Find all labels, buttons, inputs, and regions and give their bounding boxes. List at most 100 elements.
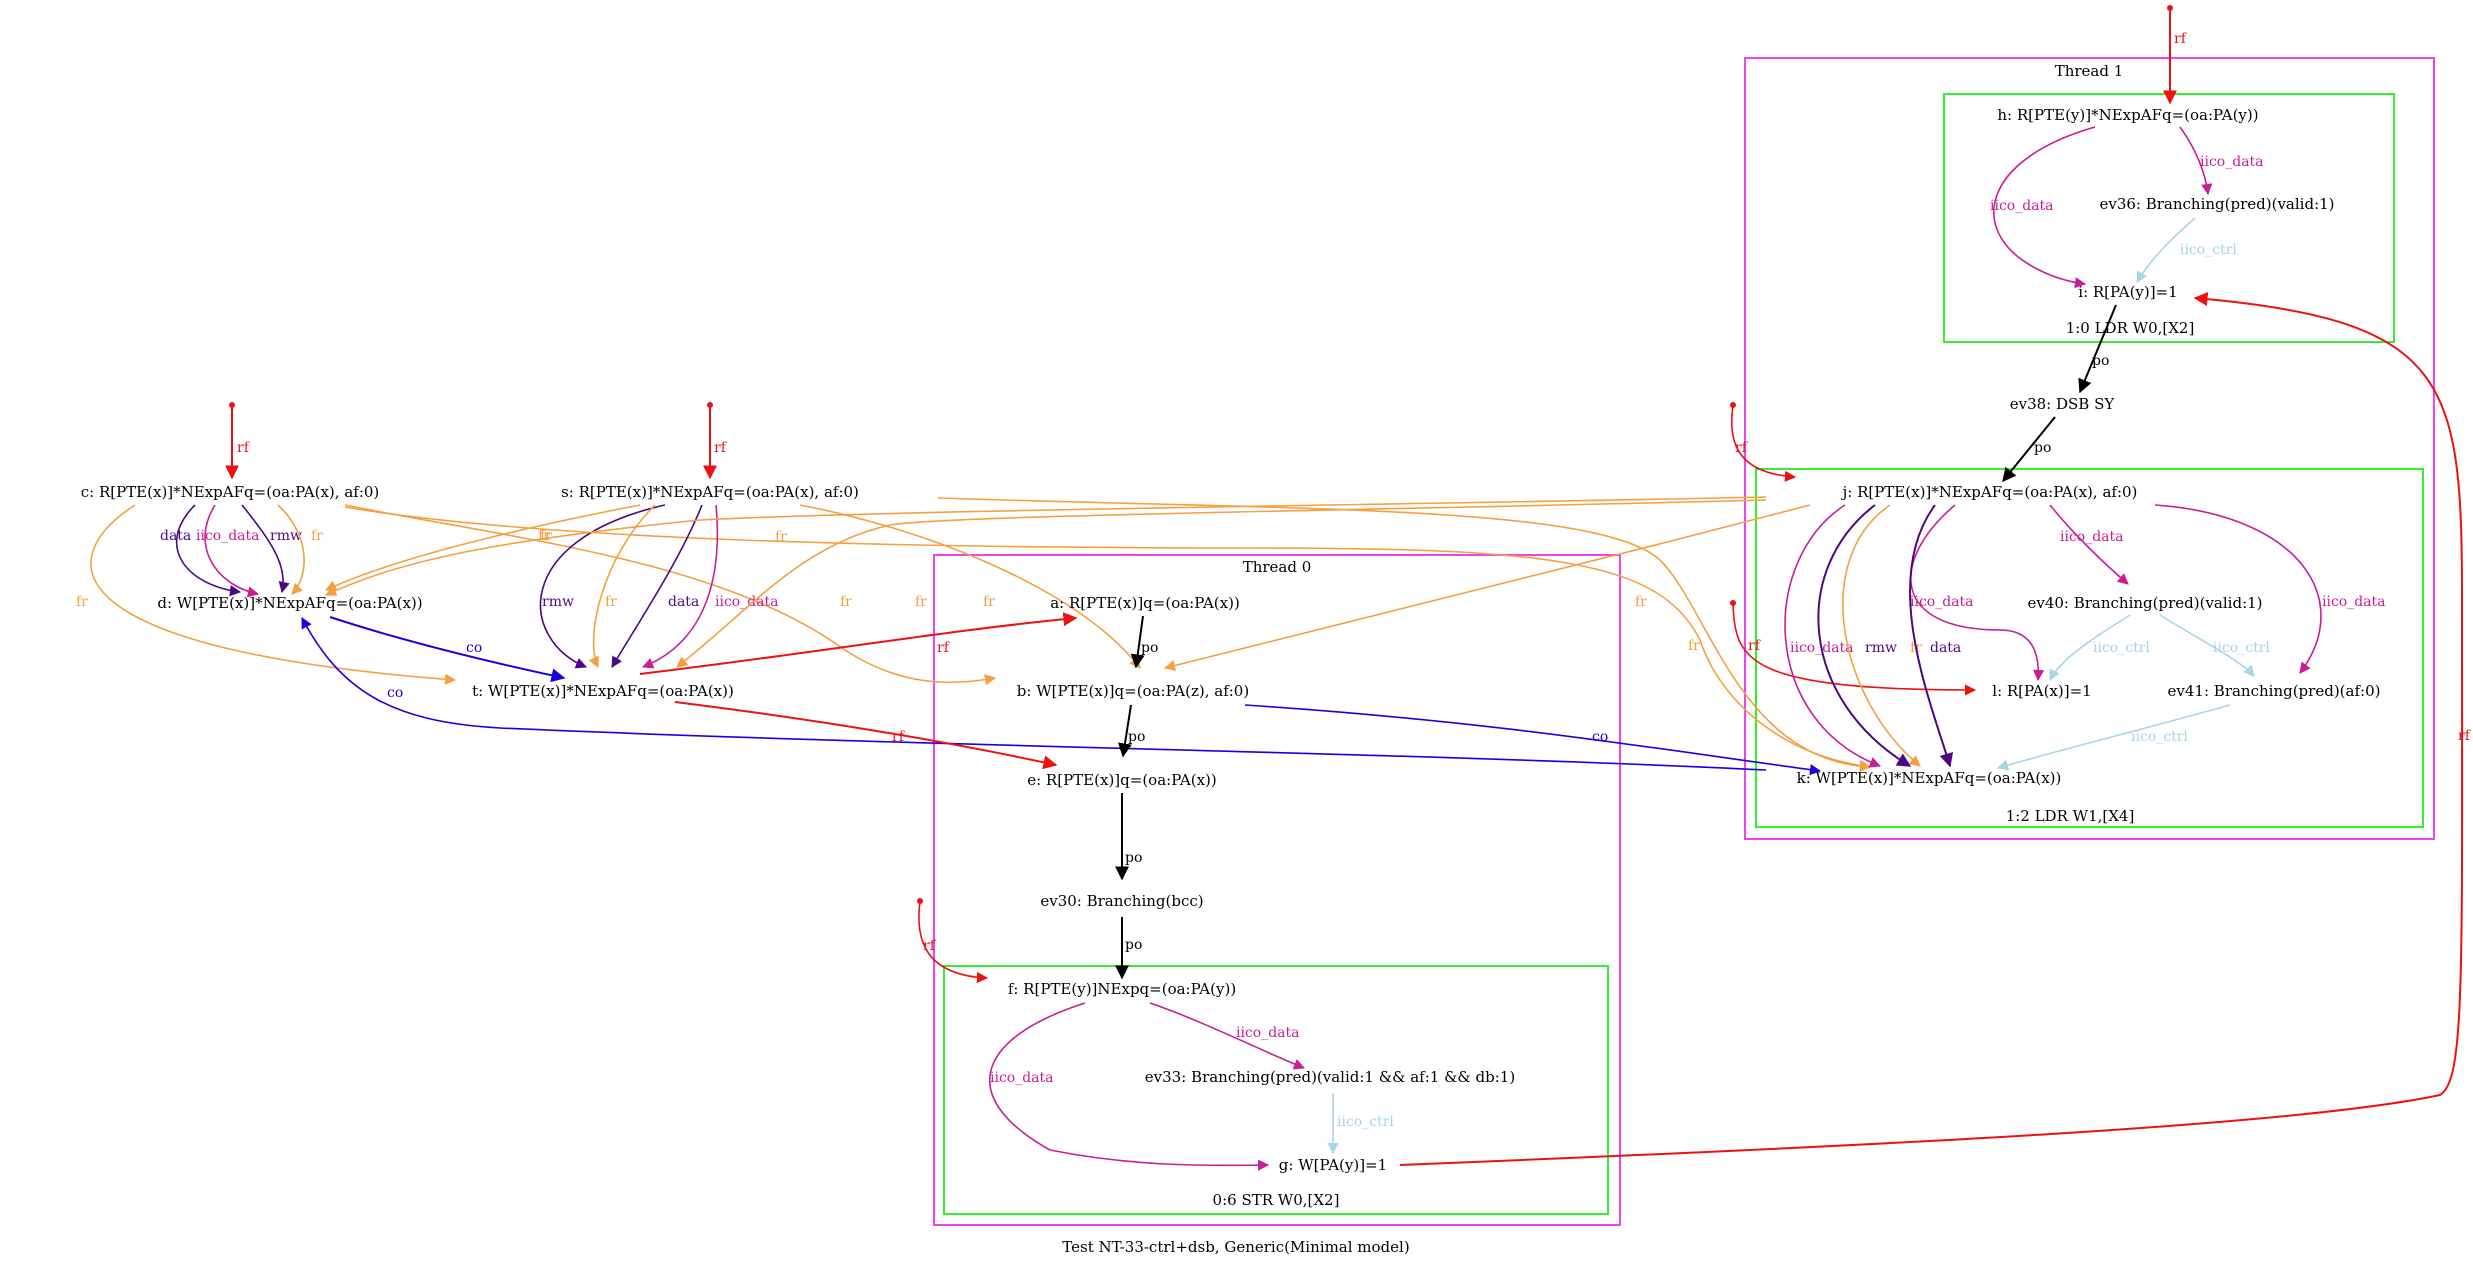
iico-ctrl-edge-ev40-ev41: iico_ctrl (2159, 614, 2270, 677)
data-edge-j-k: data (1909, 504, 1961, 768)
event-node-l: l: R[PA(x)]=1 (1992, 682, 2091, 700)
svg-text:co: co (387, 685, 403, 701)
rmw-edge-j-k: rmw (1817, 504, 1912, 767)
iico-data-edge-f-ev33: iico_data (1149, 1002, 1306, 1070)
fr-edge-j-t: fr (676, 499, 1767, 668)
fr-edge-c-b: fr (344, 504, 997, 686)
iico-ctrl-edge-ev40-l: iico_ctrl (2049, 614, 2150, 682)
svg-text:fr: fr (775, 529, 787, 545)
event-node-g: g: W[PA(y)]=1 (1279, 1156, 1387, 1174)
iico-data-edge-c-d: iico_data (196, 504, 260, 598)
svg-text:fr: fr (1688, 638, 1700, 654)
svg-text:rf: rf (1748, 638, 1762, 654)
svg-text:rf: rf (937, 640, 951, 656)
svg-text:po: po (1141, 640, 1158, 656)
svg-text:iico_data: iico_data (2200, 154, 2264, 170)
event-node-ev38: ev38: DSB SY (2010, 395, 2116, 413)
event-node-ev33: ev33: Branching(pred)(valid:1 && af:1 &&… (1145, 1068, 1515, 1086)
fr-edge-c-k: fr fr (344, 506, 1872, 772)
event-node-i: i: R[PA(y)]=1 (2078, 283, 2177, 301)
svg-text:rmw: rmw (1865, 640, 1897, 656)
svg-text:fr: fr (76, 594, 88, 610)
iico-data-edge-j-l: iico_data (1910, 504, 2045, 682)
rf-edge-t-e: rf (674, 701, 1058, 770)
event-node-e: e: R[PTE(x)]q=(oa:PA(x)) (1027, 771, 1217, 789)
event-node-ev40: ev40: Branching(pred)(valid:1) (2027, 594, 2262, 612)
event-node-s: s: R[PTE(x)]*NExpAFq=(oa:PA(x), af:0) (561, 483, 859, 501)
svg-text:po: po (1128, 729, 1145, 745)
iico-ctrl-edge-ev33-g: iico_ctrl (1327, 1093, 1394, 1155)
instr-h-box (1943, 93, 2395, 343)
iico-ctrl-edge-ev41-k: iico_ctrl (1996, 704, 2231, 771)
fr-edge-j-b: fr (1163, 504, 1811, 672)
thread-1-label: Thread 1 (2055, 62, 2124, 80)
fr-edge-s-b: fr (799, 504, 1141, 669)
fr-edge-j-d: fr (324, 496, 1767, 596)
iico-data-edge-j-ev41: iico_data (2154, 504, 2386, 674)
svg-text:po: po (1125, 937, 1142, 953)
po-edge-i-ev38: po (2078, 304, 2117, 394)
fr-edge-c-t: fr (76, 504, 457, 685)
rmw-edge-s-t: rmw (539, 504, 666, 669)
svg-text:data: data (1930, 640, 1961, 656)
svg-text:co: co (466, 640, 482, 656)
iico-data-edge-s-t: iico_data (641, 504, 779, 669)
svg-text:fr: fr (311, 528, 323, 544)
rmw-edge-c-d: rmw (241, 504, 302, 594)
svg-text:rf: rf (714, 440, 728, 456)
svg-text:fr: fr (540, 528, 552, 544)
svg-text:fr: fr (915, 594, 927, 610)
co-edge-b-k: co (1244, 704, 1822, 776)
svg-text:iico_data: iico_data (1910, 594, 1974, 610)
data-edge-s-t: data (611, 504, 703, 668)
thread-0-label: Thread 0 (1243, 558, 1312, 576)
rf-edge-t-a: rf (639, 612, 1078, 675)
event-node-t: t: W[PTE(x)]*NExpAFq=(oa:PA(x)) (472, 682, 734, 700)
iico-ctrl-edge-ev36-i: iico_ctrl (2136, 217, 2237, 283)
event-node-c: c: R[PTE(x)]*NExpAFq=(oa:PA(x), af:0) (81, 483, 380, 501)
svg-text:rf: rf (237, 440, 251, 456)
svg-text:fr: fr (983, 594, 995, 610)
data-edge-c-d: data (160, 504, 242, 597)
svg-text:fr: fr (840, 594, 852, 610)
svg-text:rmw: rmw (542, 594, 574, 610)
rf-edge-init-h: rf (2163, 5, 2188, 105)
iico-data-edge-j-ev40: iico_data (2049, 504, 2129, 585)
rf-edge-init-s: rf (703, 402, 728, 480)
event-node-ev41: ev41: Branching(pred)(af:0) (2168, 682, 2381, 700)
svg-text:co: co (1592, 729, 1608, 745)
event-node-b: b: W[PTE(x)]q=(oa:PA(z), af:0) (1017, 682, 1249, 700)
rf-edge-init-j: rf (1730, 402, 1797, 482)
rf-edge-init-c: rf (225, 402, 251, 480)
event-node-ev30: ev30: Branching(bcc) (1040, 892, 1203, 910)
co-edge-k-d: co (301, 617, 1767, 771)
svg-text:po: po (1125, 850, 1142, 866)
svg-text:iico_data: iico_data (990, 1070, 1054, 1086)
svg-text:iico_ctrl: iico_ctrl (1337, 1114, 1394, 1130)
svg-text:iico_data: iico_data (1236, 1025, 1300, 1041)
event-node-a: a: R[PTE(x)]q=(oa:PA(x)) (1050, 594, 1240, 612)
event-node-ev36: ev36: Branching(pred)(valid:1) (2099, 195, 2334, 213)
svg-text:iico_ctrl: iico_ctrl (2180, 242, 2237, 258)
iico-data-edge-j-k: iico_data (1784, 504, 1882, 768)
instr-j-label: 1:2 LDR W1,[X4] (2006, 807, 2135, 825)
po-edge-b-e: po (1118, 704, 1145, 758)
graph-caption: Test NT-33-ctrl+dsb, Generic(Minimal mod… (1062, 1238, 1409, 1256)
event-node-f: f: R[PTE(y)]NExpq=(oa:PA(y)) (1008, 980, 1236, 998)
svg-text:fr: fr (538, 528, 550, 544)
svg-text:iico_data: iico_data (2322, 594, 2386, 610)
event-node-k: k: W[PTE(x)]*NExpAFq=(oa:PA(x)) (1797, 769, 2062, 787)
svg-text:rf: rf (1735, 440, 1749, 456)
svg-text:po: po (2092, 353, 2109, 369)
svg-text:iico_ctrl: iico_ctrl (2213, 640, 2270, 656)
svg-text:iico_data: iico_data (196, 528, 260, 544)
fr-edge-j-k: fr (1842, 504, 1922, 767)
svg-text:iico_data: iico_data (2060, 529, 2124, 545)
po-edge-a-b: po (1130, 615, 1158, 669)
svg-text:iico_data: iico_data (1990, 198, 2054, 214)
instr-j-box (1755, 468, 2424, 828)
svg-text:rf: rf (923, 938, 937, 954)
svg-text:rf: rf (2174, 31, 2188, 47)
rf-edge-init-f: rf (917, 898, 989, 984)
